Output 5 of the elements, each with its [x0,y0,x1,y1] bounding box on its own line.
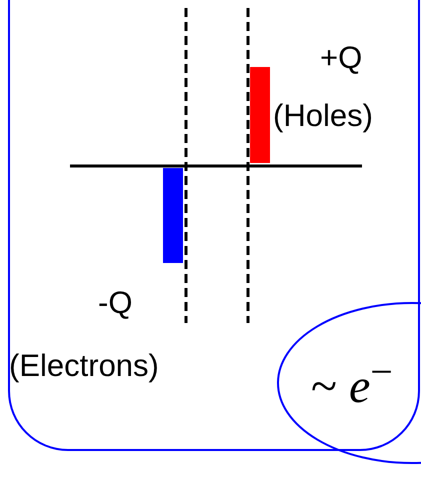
symbol-text: ~ e$^{−}$ [311,352,393,411]
charge-label: (Electrons) [9,350,159,381]
charge-label: (Holes) [273,100,373,131]
charge-label: +Q [320,42,362,73]
charge-label: -Q [98,287,132,318]
